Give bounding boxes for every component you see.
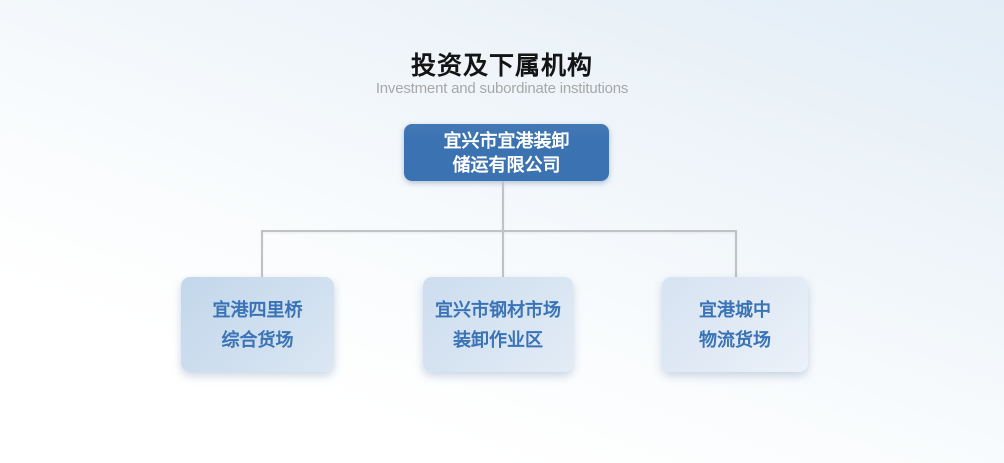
org-node-child-3-label: 宜港城中 物流货场 bbox=[699, 295, 771, 355]
org-node-child-2-line1: 宜兴市钢材市场 bbox=[435, 299, 561, 320]
org-node-root-line2: 储运有限公司 bbox=[452, 154, 561, 175]
org-node-child-1: 宜港四里桥 综合货场 bbox=[181, 277, 334, 372]
page-title: 投资及下属机构 bbox=[410, 52, 593, 80]
org-node-child-2: 宜兴市钢材市场 装卸作业区 bbox=[423, 277, 573, 372]
connector-child2-vertical bbox=[502, 231, 504, 277]
org-node-root-line1: 宜兴市宜港装卸 bbox=[443, 130, 570, 151]
connector-child1-vertical bbox=[261, 231, 263, 277]
org-node-child-3: 宜港城中 物流货场 bbox=[662, 277, 808, 372]
connector-root-vertical bbox=[502, 181, 504, 231]
org-node-child-2-line2: 装卸作业区 bbox=[453, 329, 543, 350]
org-node-child-1-line1: 宜港四里桥 bbox=[212, 299, 303, 320]
connector-horizontal bbox=[261, 230, 737, 232]
org-node-child-2-label: 宜兴市钢材市场 装卸作业区 bbox=[435, 295, 561, 355]
org-node-child-3-line2: 物流货场 bbox=[699, 329, 771, 350]
org-node-child-3-line1: 宜港城中 bbox=[699, 299, 771, 320]
org-node-child-1-line2: 综合货场 bbox=[221, 329, 294, 350]
org-node-child-1-label: 宜港四里桥 综合货场 bbox=[213, 295, 303, 355]
org-node-root-label: 宜兴市宜港装卸 储运有限公司 bbox=[444, 129, 570, 177]
page-subtitle: Investment and subordinate institutions bbox=[375, 80, 629, 97]
org-node-root: 宜兴市宜港装卸 储运有限公司 bbox=[404, 124, 609, 181]
connector-child3-vertical bbox=[735, 231, 737, 277]
